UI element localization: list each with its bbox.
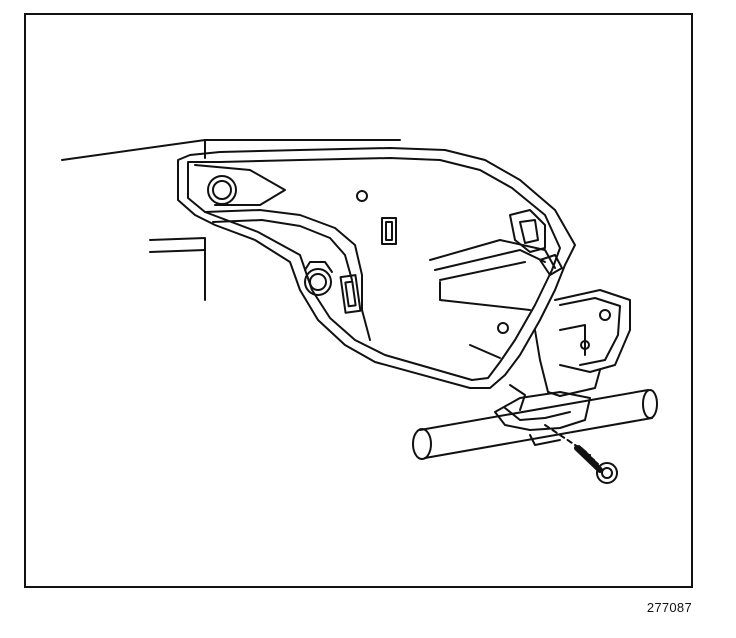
bracket-slots [339, 217, 397, 314]
bracket-holes [207, 175, 509, 334]
illustration-frame [24, 13, 693, 588]
frame-rail-bracket [177, 147, 576, 389]
bolt [544, 424, 618, 484]
crossbar-tube [412, 389, 658, 460]
crossmember-section [429, 209, 563, 359]
mount-bracket [534, 289, 631, 397]
figure-id-label: 277087 [646, 600, 692, 615]
tube-clamp [494, 384, 591, 446]
body-panel [61, 139, 401, 301]
